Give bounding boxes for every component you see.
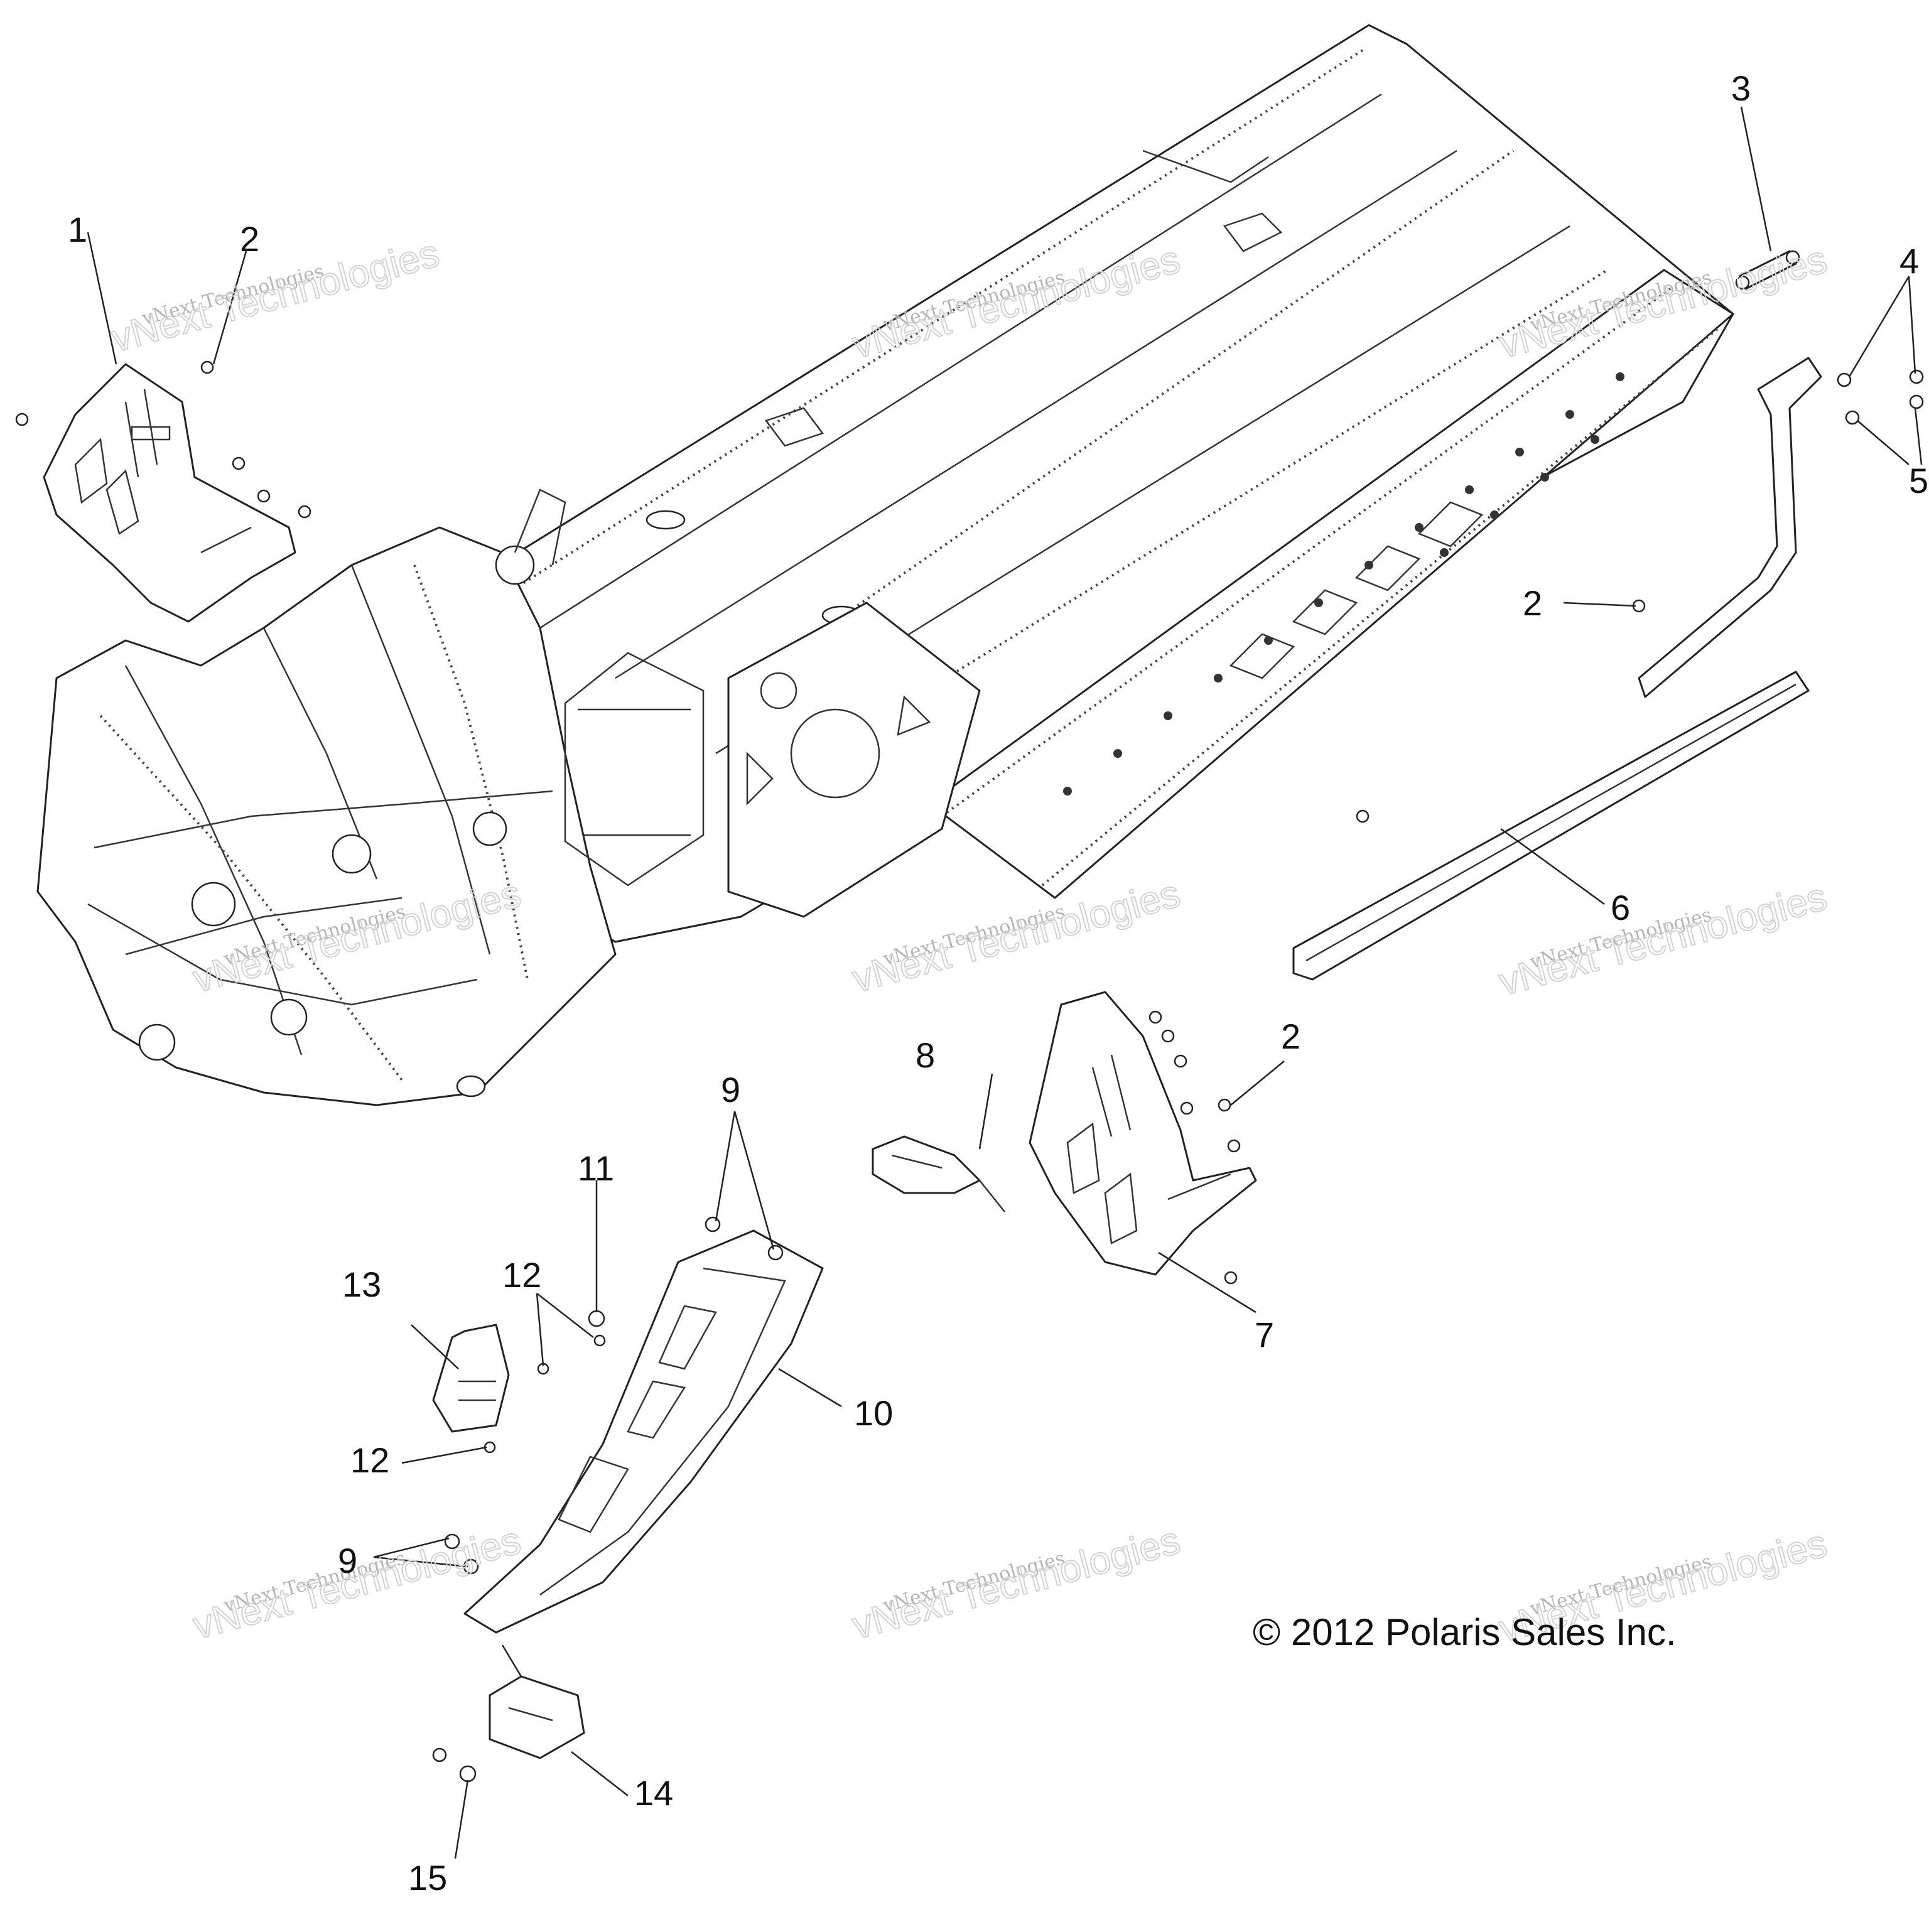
bulkhead-side-plate (727, 602, 981, 918)
callout-2: 2 (1281, 1017, 1300, 1056)
svg-text:vNext Technologies: vNext Technologies (848, 1519, 1184, 1648)
part-14-bracket (489, 1675, 585, 1759)
callout-4: 4 (1899, 241, 1919, 281)
callout-7: 7 (1255, 1315, 1274, 1354)
watermark-7: vNext Technologies vNext Technologies (188, 1518, 526, 1649)
watermark-8: vNext Technologies vNext Technologies (847, 1518, 1185, 1649)
copyright-notice: © 2012 Polaris Sales Inc. (1253, 1611, 1677, 1653)
svg-text:vNext Technologies: vNext Technologies (848, 872, 1184, 1001)
callout-2: 2 (1523, 583, 1542, 623)
front-frame-suspension (36, 488, 705, 1106)
watermark-6: vNext Technologies vNext Technologies (1494, 875, 1832, 1005)
svg-text:vNext Technologies: vNext Technologies (188, 1519, 525, 1648)
part-8-bracket (872, 1135, 1005, 1212)
part-6-rail (1292, 671, 1810, 981)
watermark-1: vNext Technologies vNext Technologies (106, 231, 444, 362)
svg-text:vNext Technologies: vNext Technologies (107, 232, 443, 361)
callout-12: 12 (502, 1255, 541, 1295)
callout-9: 9 (721, 1070, 740, 1109)
part-13-plate (432, 1324, 510, 1433)
callout-15: 15 (408, 1858, 447, 1897)
callout-11: 11 (578, 1148, 614, 1188)
part-1-left-toe-hold (43, 363, 296, 623)
callout-5: 5 (1909, 461, 1928, 500)
rear-grab-bar (1638, 357, 1822, 698)
callout-6: 6 (1611, 888, 1630, 927)
part-7-right-toe-hold (1029, 991, 1257, 1276)
watermark-5: vNext Technologies vNext Technologies (847, 872, 1185, 1002)
leader-lines (87, 106, 1923, 1859)
callout-12: 12 (350, 1440, 389, 1480)
running-board (928, 269, 1734, 899)
callout-2: 2 (240, 219, 259, 259)
callout-10: 10 (854, 1393, 893, 1433)
part-10-skid-plate (463, 1229, 824, 1634)
part-3-pin (1735, 250, 1800, 290)
callout-9: 9 (338, 1541, 357, 1580)
callout-labels: 1 2 2 2 3 4 5 6 7 8 9 9 10 11 12 12 13 1… (68, 68, 1928, 1897)
svg-text:vNext Technologies: vNext Technologies (1494, 875, 1831, 1005)
callout-13: 13 (342, 1265, 381, 1304)
callout-14: 14 (634, 1773, 673, 1813)
callout-8: 8 (916, 1035, 935, 1075)
hardware-fasteners (15, 360, 1924, 1783)
callout-3: 3 (1731, 68, 1751, 108)
callout-1: 1 (68, 210, 87, 249)
